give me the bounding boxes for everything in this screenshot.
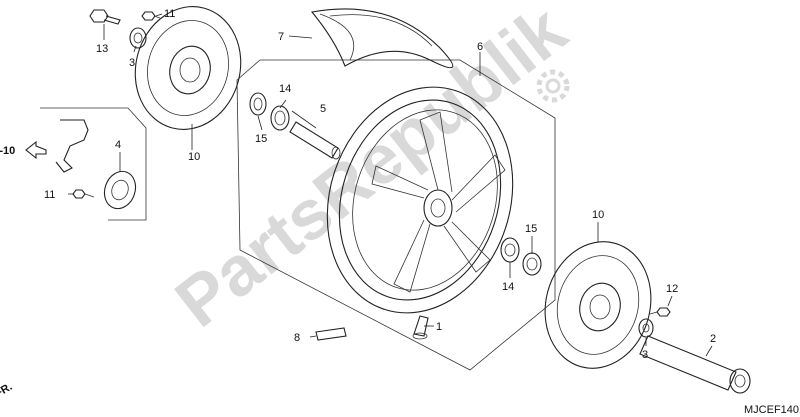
axle-bolt: [89, 9, 121, 25]
callout-15-right: 15: [525, 223, 537, 235]
callout-2: 2: [710, 333, 716, 345]
callout-13: 13: [96, 43, 108, 55]
spacer: [289, 121, 341, 160]
watermark-text: PartsRepublik: [161, 0, 580, 342]
balance-weight: [315, 327, 347, 341]
bearing-left: [249, 92, 267, 116]
front-direction-label: FR.: [0, 381, 14, 400]
bearing-right: [500, 237, 520, 263]
disc-bolt-right: [649, 307, 671, 317]
callout-7: 7: [278, 31, 284, 43]
leader-lines: [68, 13, 713, 357]
watermark-gear-icon: [536, 69, 570, 103]
brake-disc-left: [134, 6, 242, 130]
collar-right: [638, 318, 654, 338]
callout-1: 1: [436, 321, 442, 333]
collar-left: [129, 27, 147, 49]
sensor-bolt: [72, 189, 95, 199]
callout-12: 11: [44, 189, 55, 201]
callout-11-right: 12: [666, 283, 678, 295]
axle: [639, 335, 751, 394]
reference-label: E-10: [0, 145, 15, 157]
dust-seal-left: [270, 105, 290, 131]
callout-6: 6: [477, 41, 483, 53]
callout-9: 10: [188, 151, 200, 163]
dust-seal-right: [522, 252, 542, 276]
sensor-inset-outline: [40, 107, 147, 221]
callout-11-left: 11: [164, 8, 175, 20]
sensor-pulser-ring: [103, 170, 137, 210]
valve-stem: [412, 315, 429, 340]
callout-3-left: 3: [129, 57, 135, 69]
callout-8: 8: [294, 332, 300, 344]
wheel: [326, 86, 514, 314]
callout-5: 5: [320, 103, 326, 115]
callout-3-right: 3: [642, 349, 648, 361]
callout-10: 10: [592, 209, 604, 221]
diagram-code: MJCEF1401: [744, 404, 800, 416]
callout-14-left: 14: [279, 83, 291, 95]
reference-arrow: [25, 140, 47, 160]
assembly-outline: [236, 59, 556, 371]
wheel-speed-sensor: [55, 119, 89, 173]
callout-15-left: 15: [255, 133, 267, 145]
tire: [310, 8, 454, 69]
disc-bolt-left: [141, 11, 161, 21]
callout-4: 4: [115, 139, 121, 151]
callout-14-right: 14: [502, 281, 514, 293]
brake-disc-right: [544, 241, 652, 369]
